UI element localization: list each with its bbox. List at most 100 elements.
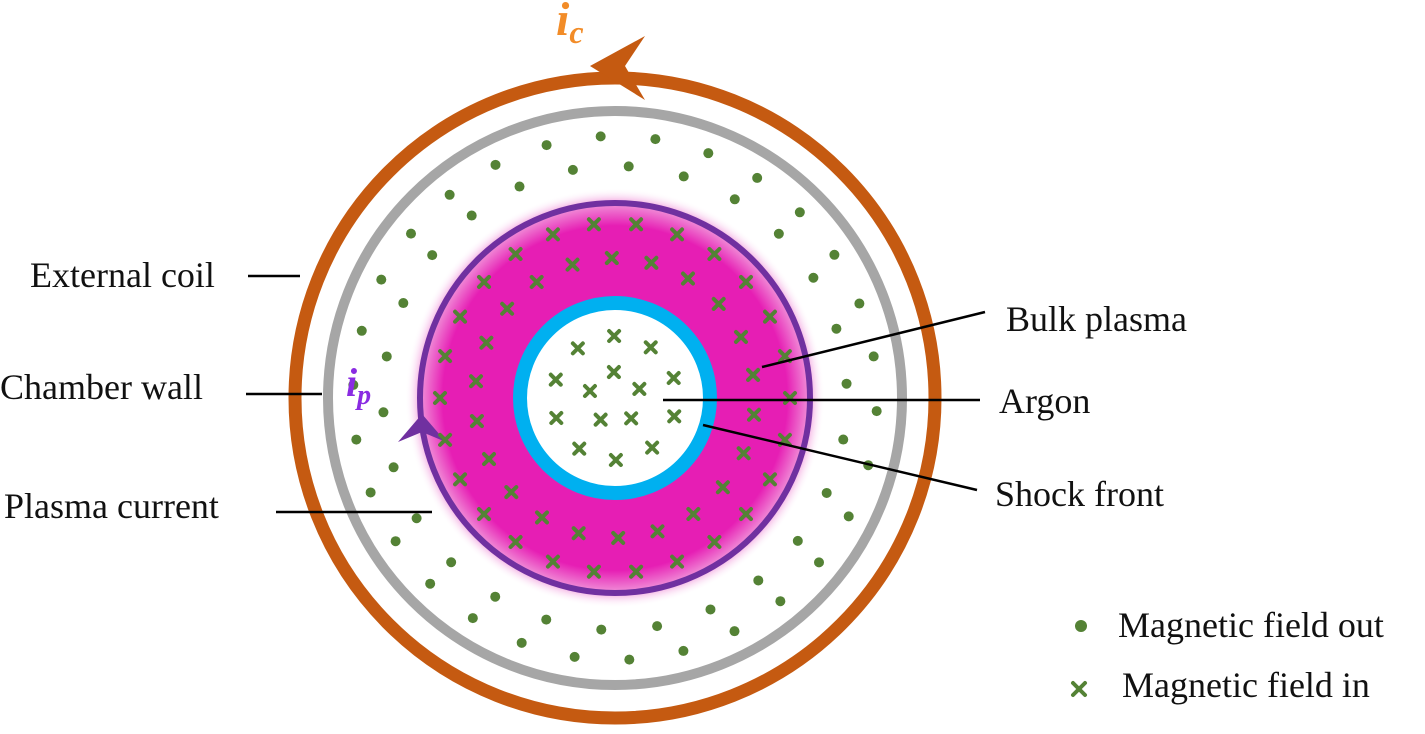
field-in-marker [643, 340, 658, 355]
field-out-marker [427, 250, 438, 261]
field-in-marker [469, 374, 484, 389]
field-in-marker [572, 441, 587, 456]
shock-front-leader [702, 423, 978, 492]
field-in-marker [582, 384, 597, 399]
field-in-marker [666, 371, 681, 386]
field-in-marker [644, 255, 659, 270]
field-in-marker [453, 472, 468, 487]
field-out-marker [390, 536, 401, 547]
field-out-marker [425, 578, 436, 589]
field-out-marker [351, 434, 362, 445]
field-out-marker [405, 228, 416, 239]
field-in-marker [438, 432, 453, 447]
field-out-marker [466, 210, 477, 221]
field-in-marker [571, 526, 586, 541]
field-in-marker [746, 367, 761, 382]
field-in-marker [508, 535, 523, 550]
field-out-marker [623, 161, 634, 172]
field-out-marker [705, 604, 716, 615]
field-in-marker [586, 217, 601, 232]
field-out-marker [843, 511, 854, 522]
field-out-marker [841, 378, 852, 389]
field-in-marker [650, 524, 665, 539]
field-in-marker [762, 472, 777, 487]
shock-front-ring [513, 296, 717, 500]
field-in-marker [453, 309, 468, 324]
field-in-legend-label: Magnetic field in [1122, 665, 1370, 705]
plasma-current-ring [417, 200, 813, 596]
field-out-marker [703, 148, 714, 159]
chamber-wall-ring [323, 106, 907, 690]
field-in-marker [686, 507, 701, 522]
bulk-plasma-leader [761, 310, 986, 369]
field-out-marker [871, 406, 882, 417]
field-out-marker [678, 645, 689, 656]
field-out-marker [729, 194, 740, 205]
field-out-marker [794, 207, 805, 218]
field-out-marker [650, 134, 661, 145]
coil-current-label: ic [556, 0, 584, 50]
field-out-marker [868, 351, 879, 362]
field-in-marker [624, 411, 639, 426]
field-in-marker [433, 391, 447, 405]
argon-core [520, 303, 710, 493]
field-out-marker [753, 575, 764, 586]
field-out-marker [624, 654, 635, 665]
field-out-marker [596, 624, 607, 635]
field-in-marker [548, 372, 563, 387]
field-in-marker [529, 274, 544, 289]
bulk-plasma-label: Bulk plasma [1006, 299, 1187, 339]
field-in-marker [545, 554, 560, 569]
field-out-marker [516, 637, 527, 648]
field-out-marker [356, 325, 367, 336]
field-in-marker [611, 530, 626, 545]
field-out-legend-label: Magnetic field out [1118, 605, 1384, 645]
field-in-marker [736, 446, 751, 461]
field-in-marker [593, 412, 608, 427]
field-in-marker [738, 274, 753, 289]
field-in-marker [645, 440, 660, 455]
field-in-marker [632, 381, 647, 396]
field-in-marker [586, 564, 601, 579]
field-in-marker [707, 246, 722, 261]
field-out-marker [365, 487, 376, 498]
field-out-marker [541, 140, 552, 151]
field-in-marker [733, 329, 748, 344]
field-in-marker [482, 452, 497, 467]
plasma-current-arrow-icon [398, 414, 446, 442]
field-in-marker [477, 507, 492, 522]
field-out-marker [678, 171, 689, 182]
field-out-marker [792, 535, 803, 546]
field-in-marker [469, 414, 484, 429]
field-out-marker [411, 513, 422, 524]
field-out-marker [467, 613, 478, 624]
field-out-marker [381, 351, 392, 362]
field-out-marker [569, 651, 580, 662]
plasma-current-symbol: ip [346, 360, 371, 411]
argon-label: Argon [999, 381, 1090, 421]
field-in-marker [629, 564, 644, 579]
external-coil-label: External coil [30, 255, 215, 295]
field-out-marker [752, 172, 763, 183]
field-out-marker [729, 626, 740, 637]
field-out-legend-icon [1075, 620, 1087, 632]
field-out-marker [821, 487, 832, 498]
field-in-legend-icon [1071, 681, 1087, 697]
plasma-current-label: Plasma current [4, 486, 219, 526]
field-in-marker [438, 349, 453, 364]
field-in-marker [667, 409, 682, 424]
field-out-marker [567, 164, 578, 175]
field-out-marker [773, 228, 784, 239]
field-out-marker [775, 596, 786, 607]
field-out-marker [376, 274, 387, 285]
field-in-marker [606, 365, 621, 380]
field-out-marker [808, 272, 819, 283]
field-in-marker [565, 257, 580, 272]
field-in-marker [570, 341, 585, 356]
field-out-marker [398, 298, 409, 309]
field-in-marker [715, 480, 730, 495]
field-out-marker [490, 159, 501, 170]
field-out-marker [378, 407, 389, 418]
field-out-marker [541, 614, 552, 625]
